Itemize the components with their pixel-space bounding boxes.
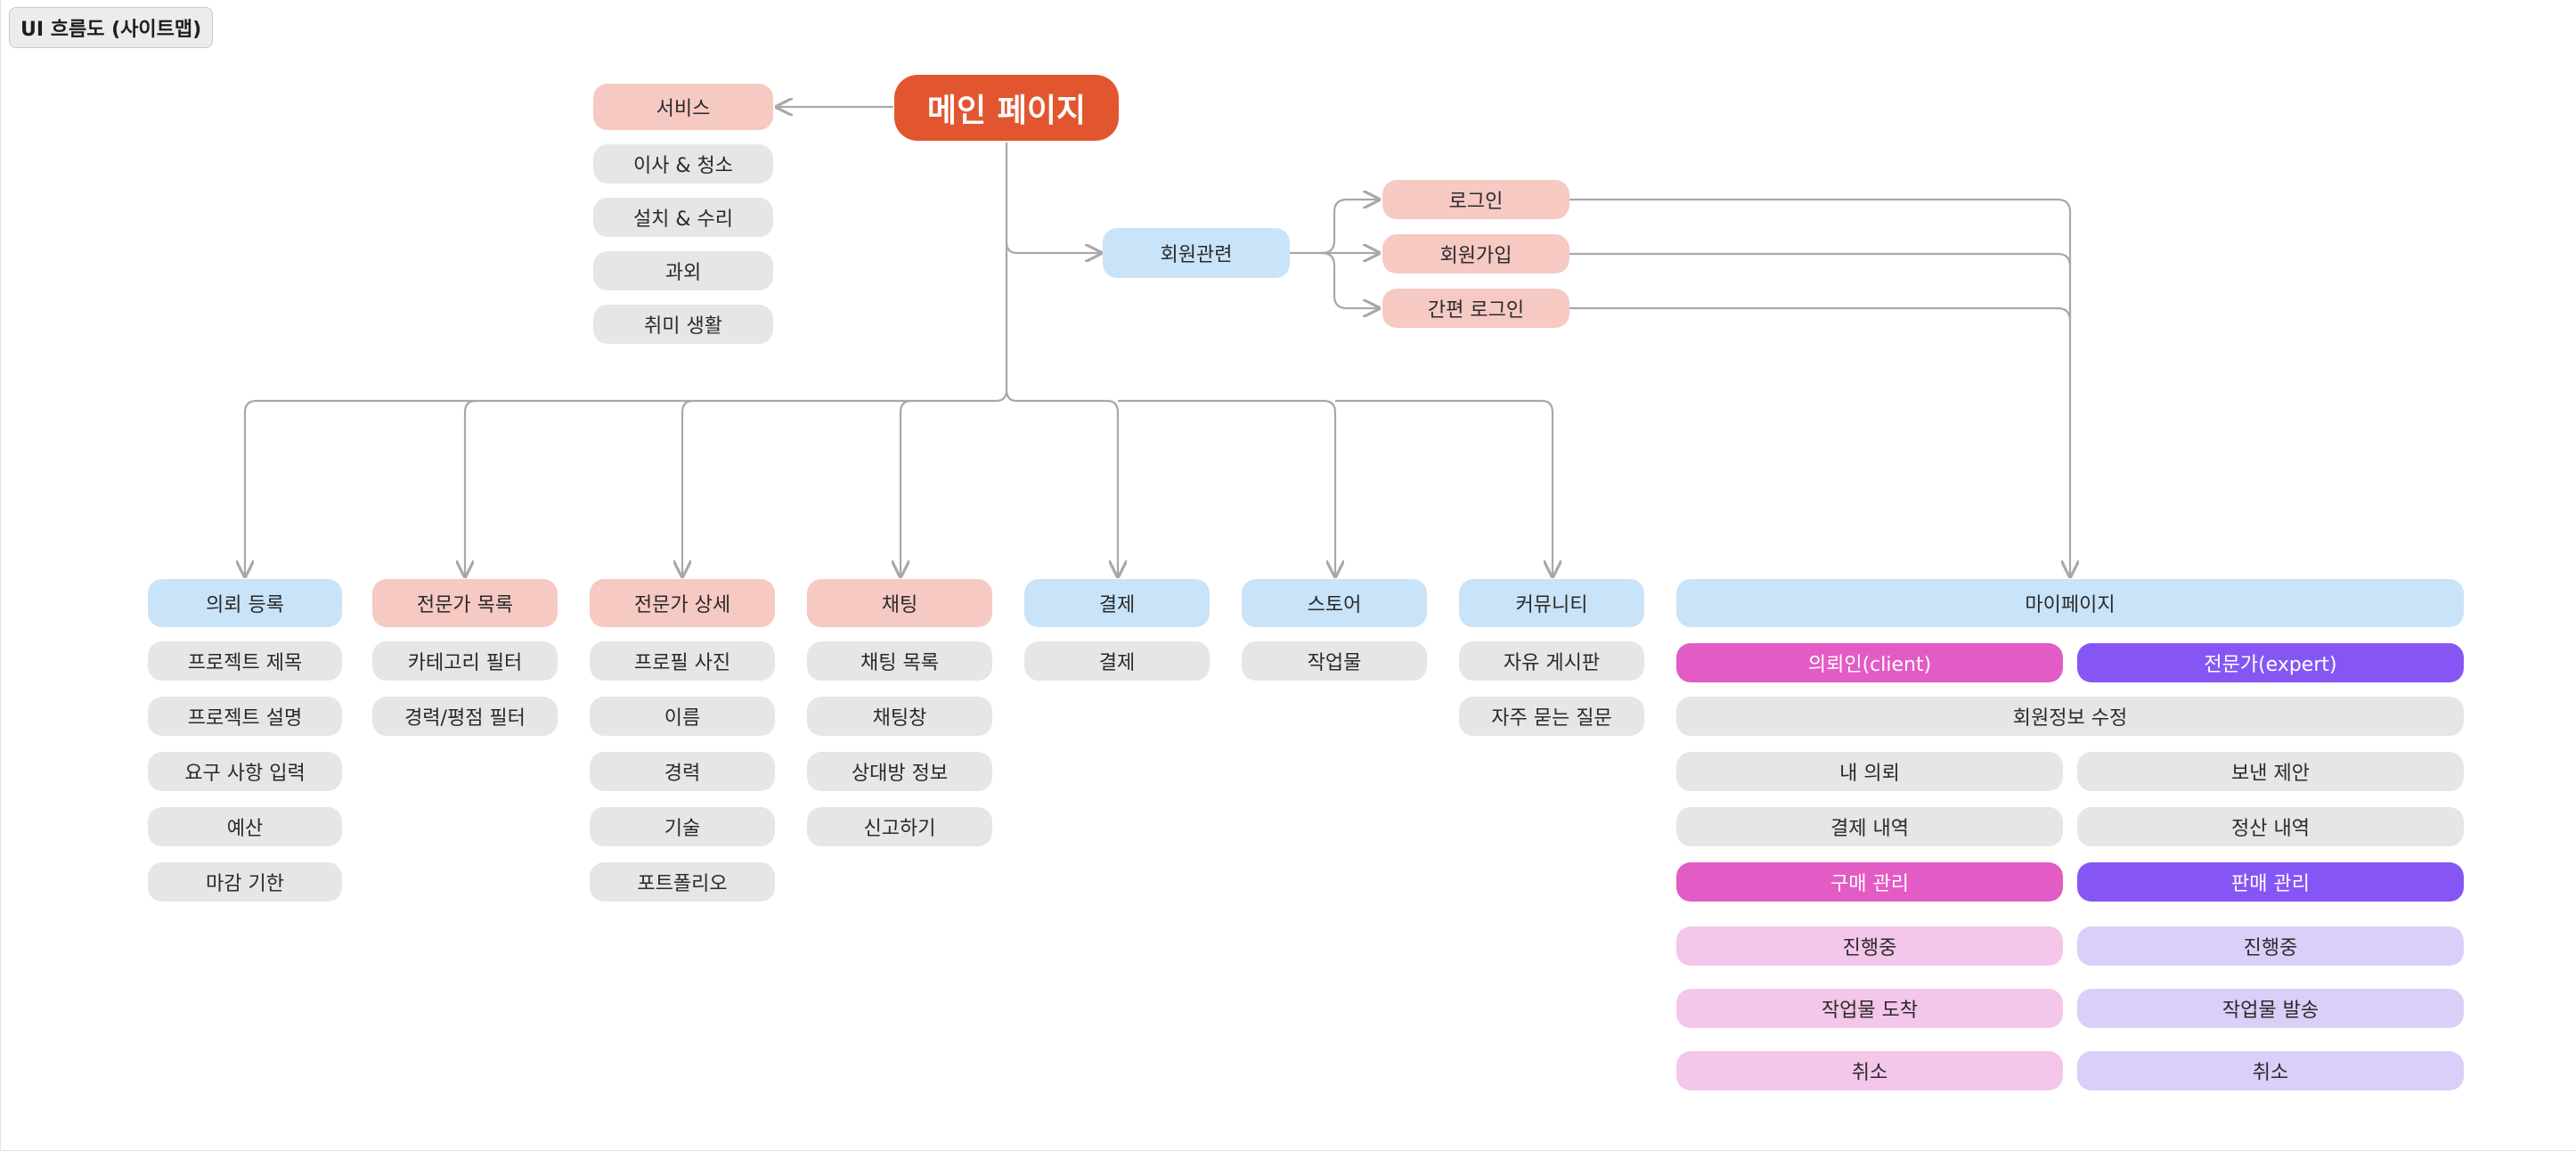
service-item-hobby[interactable]: 취미 생활 — [593, 305, 773, 344]
chat-item-window[interactable]: 채팅창 — [807, 697, 992, 736]
purchase-item-cancel[interactable]: 취소 — [1676, 1051, 2063, 1090]
expert-detail-item-photo[interactable]: 프로필 사진 — [590, 641, 775, 681]
request-node[interactable]: 의뢰 등록 — [148, 579, 342, 627]
mypage-expert-header[interactable]: 전문가(expert) — [2077, 643, 2464, 682]
main-page-node[interactable]: 메인 페이지 — [894, 75, 1119, 141]
payment-node[interactable]: 결제 — [1024, 579, 1210, 627]
chat-item-report[interactable]: 신고하기 — [807, 807, 992, 846]
purchase-item-delivered[interactable]: 작업물 도착 — [1676, 989, 2063, 1028]
mypage-edit-profile[interactable]: 회원정보 수정 — [1676, 697, 2464, 736]
mypage-client-header[interactable]: 의뢰인(client) — [1676, 643, 2063, 682]
store-item-works[interactable]: 작업물 — [1242, 641, 1427, 681]
connector-signup-to-mypage — [1569, 252, 2072, 267]
community-item-board[interactable]: 자유 게시판 — [1459, 641, 1644, 681]
mypage-purchase-management[interactable]: 구매 관리 — [1676, 862, 2063, 902]
expert-detail-item-career[interactable]: 경력 — [590, 752, 775, 791]
request-item-budget[interactable]: 예산 — [148, 807, 342, 846]
sales-item-cancel[interactable]: 취소 — [2077, 1051, 2464, 1090]
connector-to-member — [1005, 241, 1101, 253]
experts-item-category-filter[interactable]: 카테고리 필터 — [372, 641, 558, 681]
purchase-item-in-progress[interactable]: 진행중 — [1676, 927, 2063, 966]
login-node[interactable]: 로그인 — [1382, 180, 1569, 219]
expert-detail-item-portfolio[interactable]: 포트폴리오 — [590, 862, 775, 902]
connector-to-community — [1335, 399, 1553, 576]
member-node[interactable]: 회원관련 — [1103, 228, 1290, 278]
sales-item-shipped[interactable]: 작업물 발송 — [2077, 989, 2464, 1028]
connector-to-experts — [465, 399, 477, 576]
chat-item-partner-info[interactable]: 상대방 정보 — [807, 752, 992, 791]
frame-left-edge — [0, 0, 1, 1151]
payment-item[interactable]: 결제 — [1024, 641, 1210, 681]
community-item-faq[interactable]: 자주 묻는 질문 — [1459, 697, 1644, 736]
expert-detail-item-skills[interactable]: 기술 — [590, 807, 775, 846]
experts-item-rating-filter[interactable]: 경력/평점 필터 — [372, 697, 558, 736]
mypage-sent-offers[interactable]: 보낸 제안 — [2077, 752, 2464, 791]
expert-detail-node[interactable]: 전문가 상세 — [590, 579, 775, 627]
request-item-deadline[interactable]: 마감 기한 — [148, 862, 342, 902]
experts-node[interactable]: 전문가 목록 — [372, 579, 558, 627]
chat-item-list[interactable]: 채팅 목록 — [807, 641, 992, 681]
connector-main-trunk — [245, 143, 1008, 576]
mypage-node[interactable]: 마이페이지 — [1676, 579, 2464, 627]
connector-to-payment — [1005, 389, 1118, 576]
easy-login-node[interactable]: 간편 로그인 — [1382, 289, 1569, 328]
mypage-payment-history[interactable]: 결제 내역 — [1676, 807, 2063, 846]
chat-node[interactable]: 채팅 — [807, 579, 992, 627]
service-item-tutoring[interactable]: 과외 — [593, 251, 773, 290]
request-item-description[interactable]: 프로젝트 설명 — [148, 697, 342, 736]
frame-label: UI 흐름도 (사이트맵) — [9, 7, 214, 48]
sales-item-in-progress[interactable]: 진행중 — [2077, 927, 2464, 966]
connector-to-chat — [901, 399, 912, 576]
store-node[interactable]: 스토어 — [1242, 579, 1427, 627]
expert-detail-item-name[interactable]: 이름 — [590, 697, 775, 736]
mypage-sales-management[interactable]: 판매 관리 — [2077, 862, 2464, 902]
service-item-moving[interactable]: 이사 & 청소 — [593, 144, 773, 184]
connector-to-store — [1118, 399, 1335, 576]
service-item-install[interactable]: 설치 & 수리 — [593, 198, 773, 237]
connector-login-to-mypage — [1569, 198, 2070, 576]
community-node[interactable]: 커뮤니티 — [1459, 579, 1644, 627]
mypage-my-requests[interactable]: 내 의뢰 — [1676, 752, 2063, 791]
connector-to-expert-detail — [682, 399, 694, 576]
connector-member-easy-login — [1321, 251, 1379, 308]
signup-node[interactable]: 회원가입 — [1382, 234, 1569, 273]
connector-easy-login-to-mypage — [1569, 306, 2072, 322]
connector-member-login — [1290, 200, 1379, 255]
service-node[interactable]: 서비스 — [593, 84, 773, 130]
mypage-settlement-history[interactable]: 정산 내역 — [2077, 807, 2464, 846]
request-item-requirements[interactable]: 요구 사항 입력 — [148, 752, 342, 791]
request-item-title[interactable]: 프로젝트 제목 — [148, 641, 342, 681]
